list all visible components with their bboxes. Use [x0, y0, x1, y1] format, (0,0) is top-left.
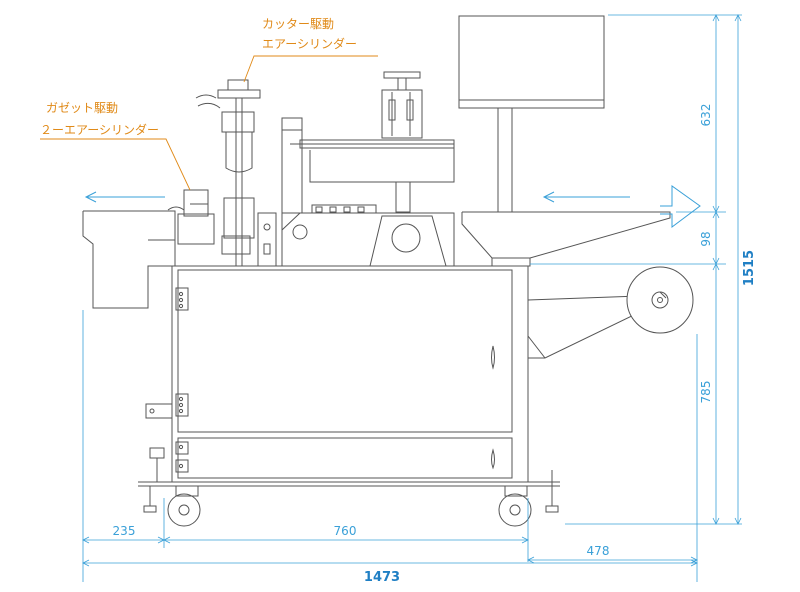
door-handle-upper	[491, 345, 495, 370]
hinge	[175, 287, 189, 311]
sealing-unit	[257, 71, 455, 267]
callout-gusset-line1: ガゼット駆動	[46, 101, 118, 115]
dim-height-bottom: 785	[699, 381, 713, 404]
gusset-air-cylinder	[167, 189, 215, 245]
hinge	[175, 393, 189, 417]
flow-arrows	[84, 185, 701, 228]
vertical-dimensions: 632 98 785 1515	[530, 14, 757, 525]
dim-width-right: 478	[587, 544, 610, 558]
infeed-hopper	[458, 15, 671, 267]
machine	[82, 15, 694, 527]
callout-cutter-line1: カッター駆動	[262, 17, 334, 31]
callout-cutter-line2: エアーシリンダー	[262, 36, 357, 51]
horizontal-dimensions: 235 760 478 1473	[82, 310, 698, 585]
hinge	[175, 441, 189, 455]
dim-width-total: 1473	[364, 570, 400, 585]
base-and-casters	[138, 447, 560, 527]
dim-height-top: 632	[699, 104, 713, 127]
dim-width-center: 760	[334, 524, 357, 538]
outfeed-arrow-left	[84, 191, 165, 203]
dim-height-total: 1515	[742, 250, 757, 286]
flow-arrow-mid	[542, 191, 630, 203]
dim-height-mid: 98	[699, 231, 713, 246]
door-handle-lower	[491, 448, 495, 470]
callout-gusset: ガゼット駆動 ２ーエアーシリンダー	[40, 101, 191, 191]
discharge-chute	[82, 210, 176, 309]
callout-cutter: カッター駆動 エアーシリンダー	[243, 17, 378, 83]
callout-gusset-line2: ２ーエアーシリンダー	[40, 122, 159, 137]
cutter-air-cylinder	[195, 79, 261, 266]
film-roll-arm	[527, 266, 694, 359]
dim-width-left: 235	[113, 524, 136, 538]
main-cabinet	[145, 265, 529, 483]
infeed-direction-arrow	[660, 185, 701, 228]
hinge	[175, 459, 189, 473]
